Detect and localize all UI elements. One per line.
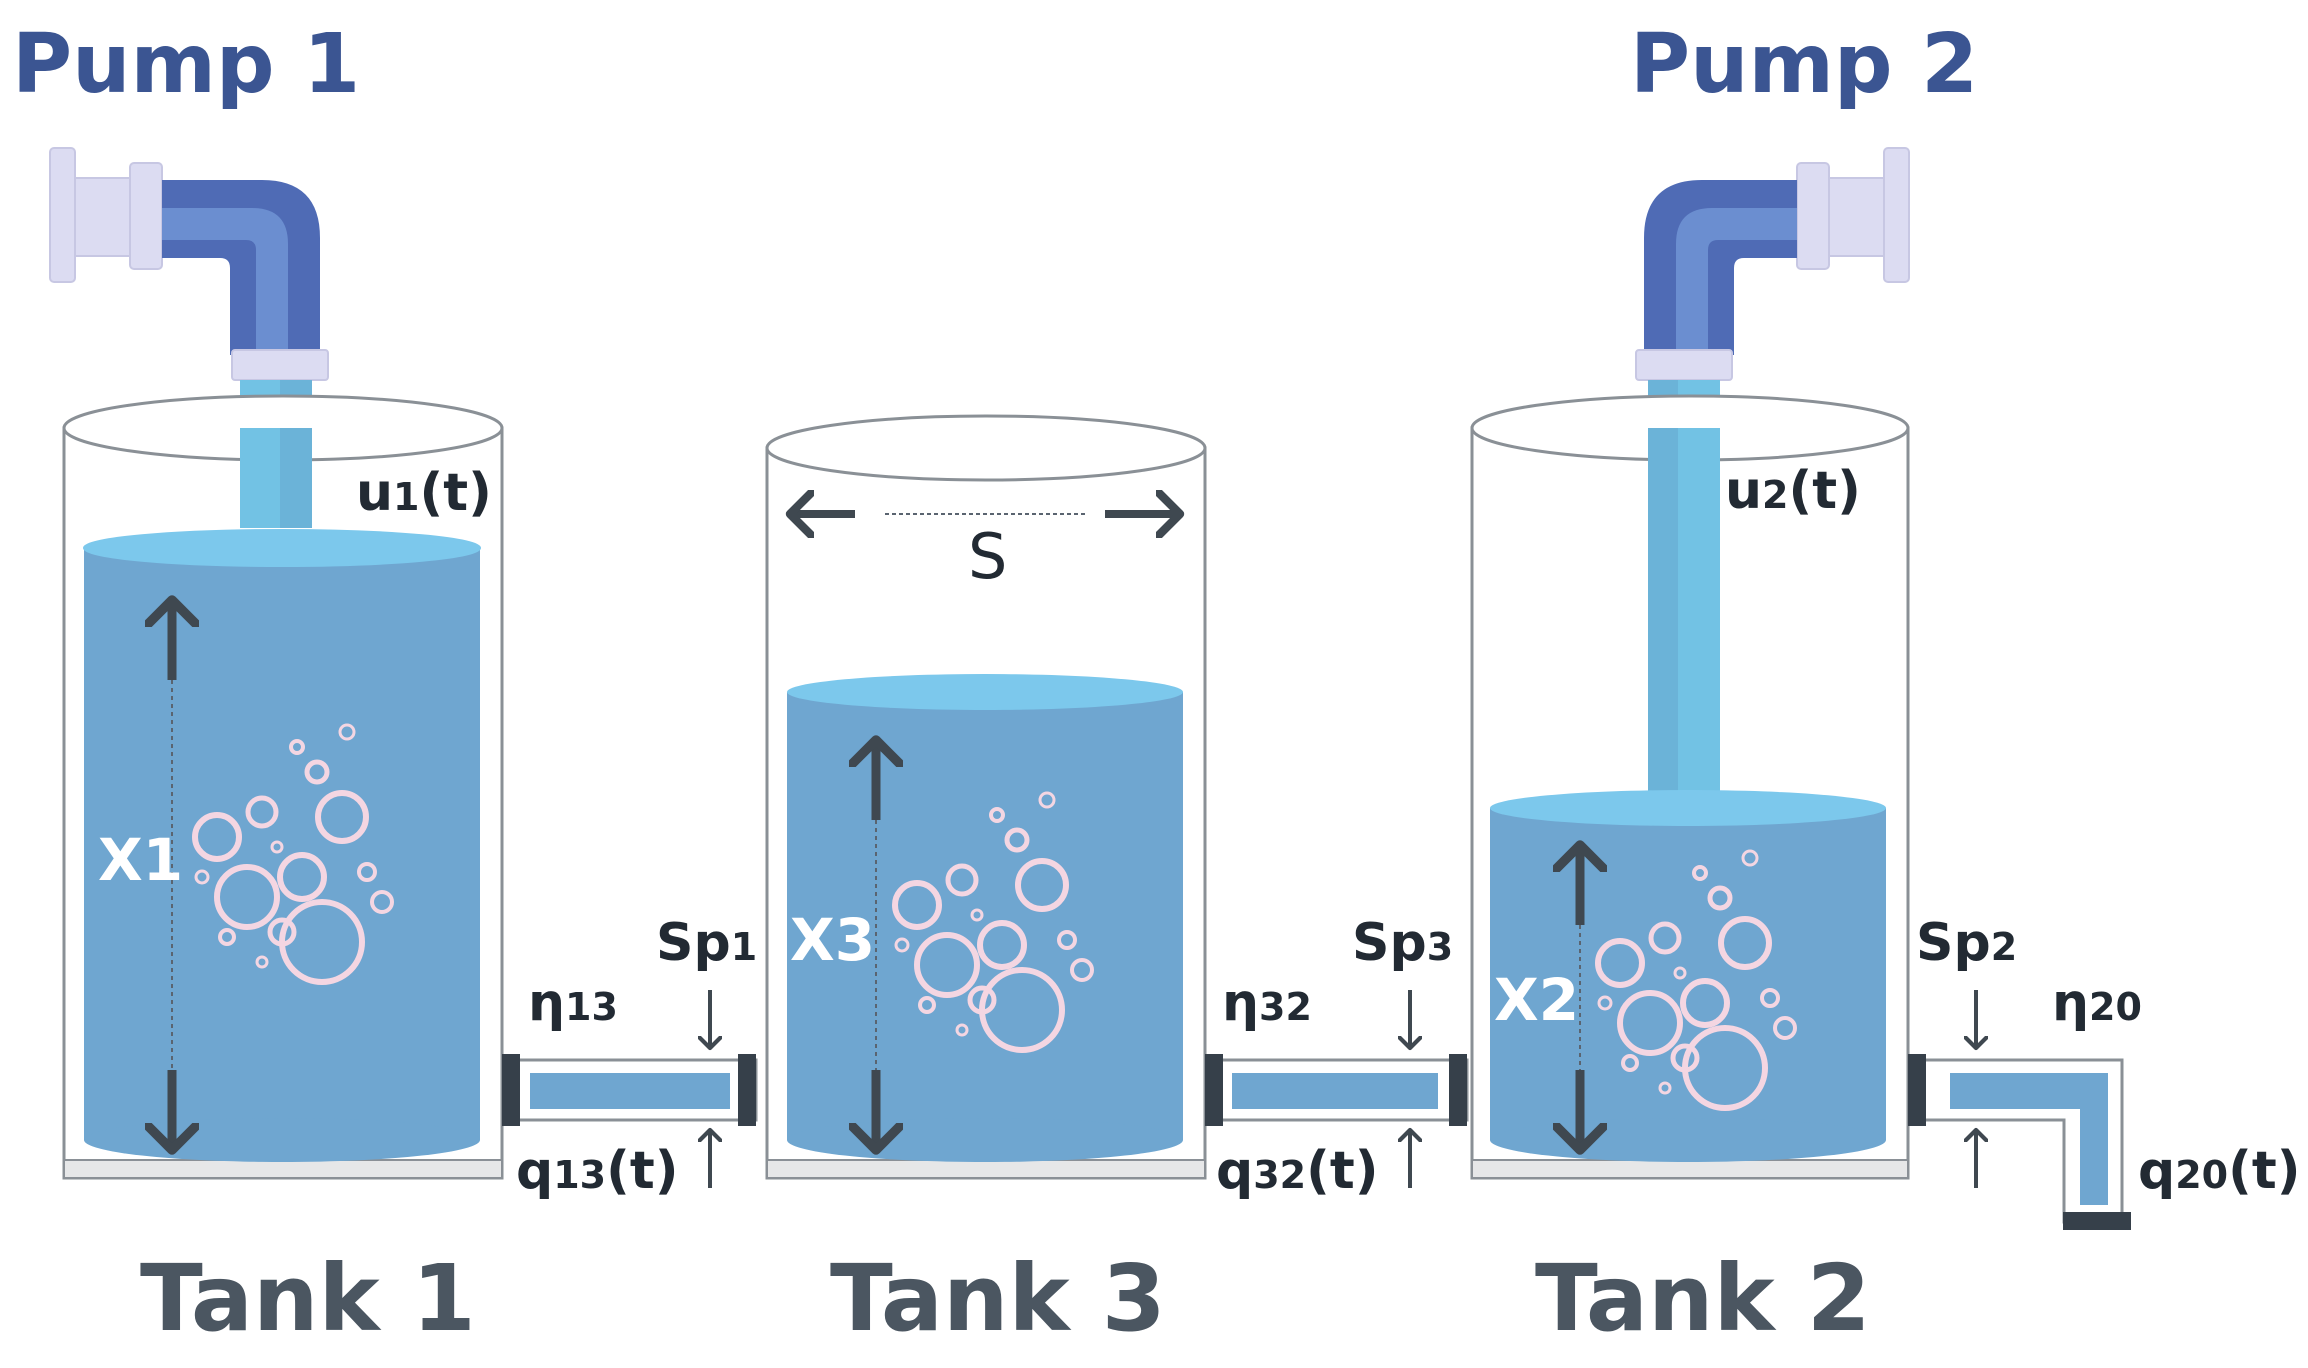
tank-1-level-label: X1 bbox=[98, 826, 183, 894]
tank-2 bbox=[1470, 394, 1910, 1180]
pipe-13 bbox=[500, 1054, 758, 1126]
valve-20-flow-label: q20(t) bbox=[2138, 1141, 2301, 1201]
tank-3-level-label: X3 bbox=[790, 906, 875, 974]
tank-2-level-label: X2 bbox=[1494, 966, 1579, 1034]
valve-32-sp-label: Sp3 bbox=[1352, 913, 1453, 973]
valve-13-sp-label: Sp1 bbox=[656, 913, 757, 973]
valve-13-eta-label: η13 bbox=[528, 973, 618, 1033]
inflow-1-label: u1(t) bbox=[356, 463, 492, 523]
valve-32-flow-label: q32(t) bbox=[1216, 1141, 1379, 1201]
valve-32-eta-label: η32 bbox=[1222, 973, 1312, 1033]
valve-20-eta-label: η20 bbox=[2052, 973, 2142, 1033]
tank-3-area-label: S bbox=[968, 520, 1007, 593]
valve-13-flow-label: q13(t) bbox=[516, 1141, 679, 1201]
tank-1 bbox=[62, 394, 504, 1180]
tank-3-title: Tank 3 bbox=[830, 1245, 1166, 1352]
pipe-32 bbox=[1203, 1054, 1469, 1126]
inflow-2-label: u2(t) bbox=[1725, 461, 1861, 521]
pump-1-title: Pump 1 bbox=[12, 17, 360, 112]
pump-2-title: Pump 2 bbox=[1630, 17, 1978, 112]
tank-2-title: Tank 2 bbox=[1535, 1245, 1871, 1352]
tank-1-title: Tank 1 bbox=[140, 1245, 476, 1352]
valve-20-sp-label: Sp2 bbox=[1916, 913, 2017, 973]
pipe-20 bbox=[1906, 1054, 2131, 1230]
